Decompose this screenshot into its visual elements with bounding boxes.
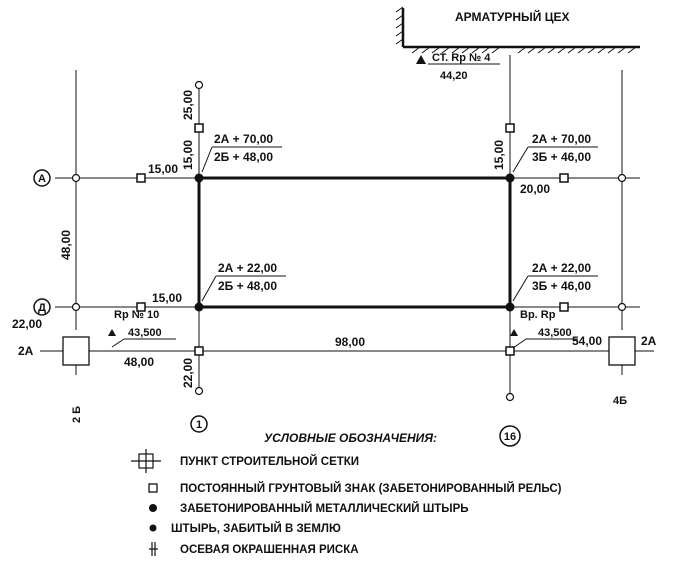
dim-48-vertical: 48,00 (59, 230, 73, 260)
grid-label-2b: 2 Б (71, 406, 83, 423)
ground-mark-squares (136, 123, 569, 356)
svg-text:2Б + 48,00: 2Б + 48,00 (214, 150, 273, 164)
svg-text:ЗАБЕТОНИРОВАННЫЙ МЕТАЛЛИЧЕСКИЙ: ЗАБЕТОНИРОВАННЫЙ МЕТАЛЛИЧЕСКИЙ ШТЫРЬ (180, 502, 469, 515)
grid-point-legend-icon (131, 449, 161, 473)
svg-text:2А + 22,00: 2А + 22,00 (218, 261, 277, 275)
benchmark-triangle-icon (416, 55, 426, 64)
svg-text:Rp № 10: Rp № 10 (114, 309, 159, 321)
svg-text:А: А (38, 173, 46, 185)
svg-text:2А + 70,00: 2А + 70,00 (532, 132, 591, 146)
legend-item-driven-pin: ШТЫРЬ, ЗАБИТЫЙ В ЗЕМЛЮ (149, 522, 341, 535)
dim-22-vertical: 22,00 (181, 358, 195, 388)
svg-text:3Б + 46,00: 3Б + 46,00 (532, 279, 591, 293)
benchmark-label: СТ. Rp № 4 (432, 52, 491, 64)
axis-marker-a: А (33, 169, 51, 187)
open-square-legend-icon (148, 483, 158, 493)
legend-title: УСЛОВНЫЕ ОБОЗНАЧЕНИЯ: (264, 431, 437, 445)
svg-text:3Б + 46,00: 3Б + 46,00 (532, 150, 591, 164)
benchmark-rp10: Rp № 10 43,500 (108, 309, 176, 348)
grid-label-4b: 4Б (613, 395, 627, 407)
svg-text:Д: Д (38, 302, 46, 314)
filled-dot-legend-icon (149, 524, 157, 532)
filled-dots (194, 173, 515, 312)
filled-dot-legend-icon (149, 504, 157, 512)
svg-text:43,500: 43,500 (538, 327, 572, 339)
workshop-title: АРМАТУРНЫЙ ЦЕХ (455, 9, 570, 24)
svg-text:2Б + 48,00: 2Б + 48,00 (218, 279, 277, 293)
svg-text:ОСЕВАЯ ОКРАШЕННАЯ РИСКА: ОСЕВАЯ ОКРАШЕННАЯ РИСКА (180, 544, 359, 556)
grid-label-2a-right: 2А (641, 334, 657, 348)
axis-mark-legend-icon (149, 542, 158, 556)
svg-text:Вр. Rp: Вр. Rp (520, 309, 556, 321)
axis-marker-1: 1 (190, 415, 208, 433)
dim-15-left-a: 15,00 (148, 162, 178, 176)
corner-bottom-left: 2А + 22,00 2Б + 48,00 (201, 261, 286, 302)
svg-text:1: 1 (196, 419, 202, 431)
corner-top-right: 2А + 70,00 3Б + 46,00 (512, 132, 598, 173)
dim-25: 25,00 (181, 90, 195, 120)
svg-text:ПУНКТ СТРОИТЕЛЬНОЙ СЕТКИ: ПУНКТ СТРОИТЕЛЬНОЙ СЕТКИ (180, 455, 359, 468)
dim-15-left-d: 15,00 (152, 291, 182, 305)
svg-text:2А + 22,00: 2А + 22,00 (532, 261, 591, 275)
benchmark-vr-rp: Вр. Rp 43,500 (510, 309, 578, 349)
svg-text:ШТЫРЬ, ЗАБИТЫЙ В ЗЕМЛЮ: ШТЫРЬ, ЗАБИТЫЙ В ЗЕМЛЮ (171, 522, 341, 535)
svg-text:43,500: 43,500 (128, 327, 162, 339)
legend-item-grid-point: ПУНКТ СТРОИТЕЛЬНОЙ СЕТКИ (131, 449, 359, 473)
corner-top-left: 2А + 70,00 2Б + 48,00 (201, 132, 282, 173)
svg-text:2А + 70,00: 2А + 70,00 (214, 132, 273, 146)
dim-98: 98,00 (335, 335, 365, 349)
dim-15-top-right: 15,00 (492, 140, 506, 170)
svg-text:16: 16 (504, 431, 516, 443)
grid-label-2a-left: 2А (18, 344, 34, 358)
corner-bottom-right: 2А + 22,00 3Б + 46,00 (512, 261, 598, 302)
dim-48-bottom: 48,00 (124, 355, 154, 369)
legend-item-concrete-pin: ЗАБЕТОНИРОВАННЫЙ МЕТАЛЛИЧЕСКИЙ ШТЫРЬ (149, 502, 469, 515)
dim-54: 54,00 (572, 334, 602, 348)
axis-marker-d: Д (33, 298, 51, 316)
building-outline (197, 176, 512, 309)
svg-text:ПОСТОЯННЫЙ ГРУНТОВЫЙ ЗНАК (ЗАБ: ПОСТОЯННЫЙ ГРУНТОВЫЙ ЗНАК (ЗАБЕТОНИРОВАН… (180, 482, 562, 495)
workshop-building (395, 6, 640, 54)
benchmark-height: 44,20 (440, 70, 468, 82)
legend-item-axis-mark: ОСЕВАЯ ОКРАШЕННАЯ РИСКА (149, 542, 359, 556)
dim-15-top-left: 15,00 (181, 140, 195, 170)
grid-point-icons (62, 336, 636, 366)
axis-marker-16: 16 (499, 425, 521, 447)
axis-mark-icons (71, 80, 627, 402)
legend-item-ground-mark: ПОСТОЯННЫЙ ГРУНТОВЫЙ ЗНАК (ЗАБЕТОНИРОВАН… (148, 482, 562, 495)
dim-22-left: 22,00 (12, 317, 42, 331)
dim-20: 20,00 (520, 182, 550, 196)
